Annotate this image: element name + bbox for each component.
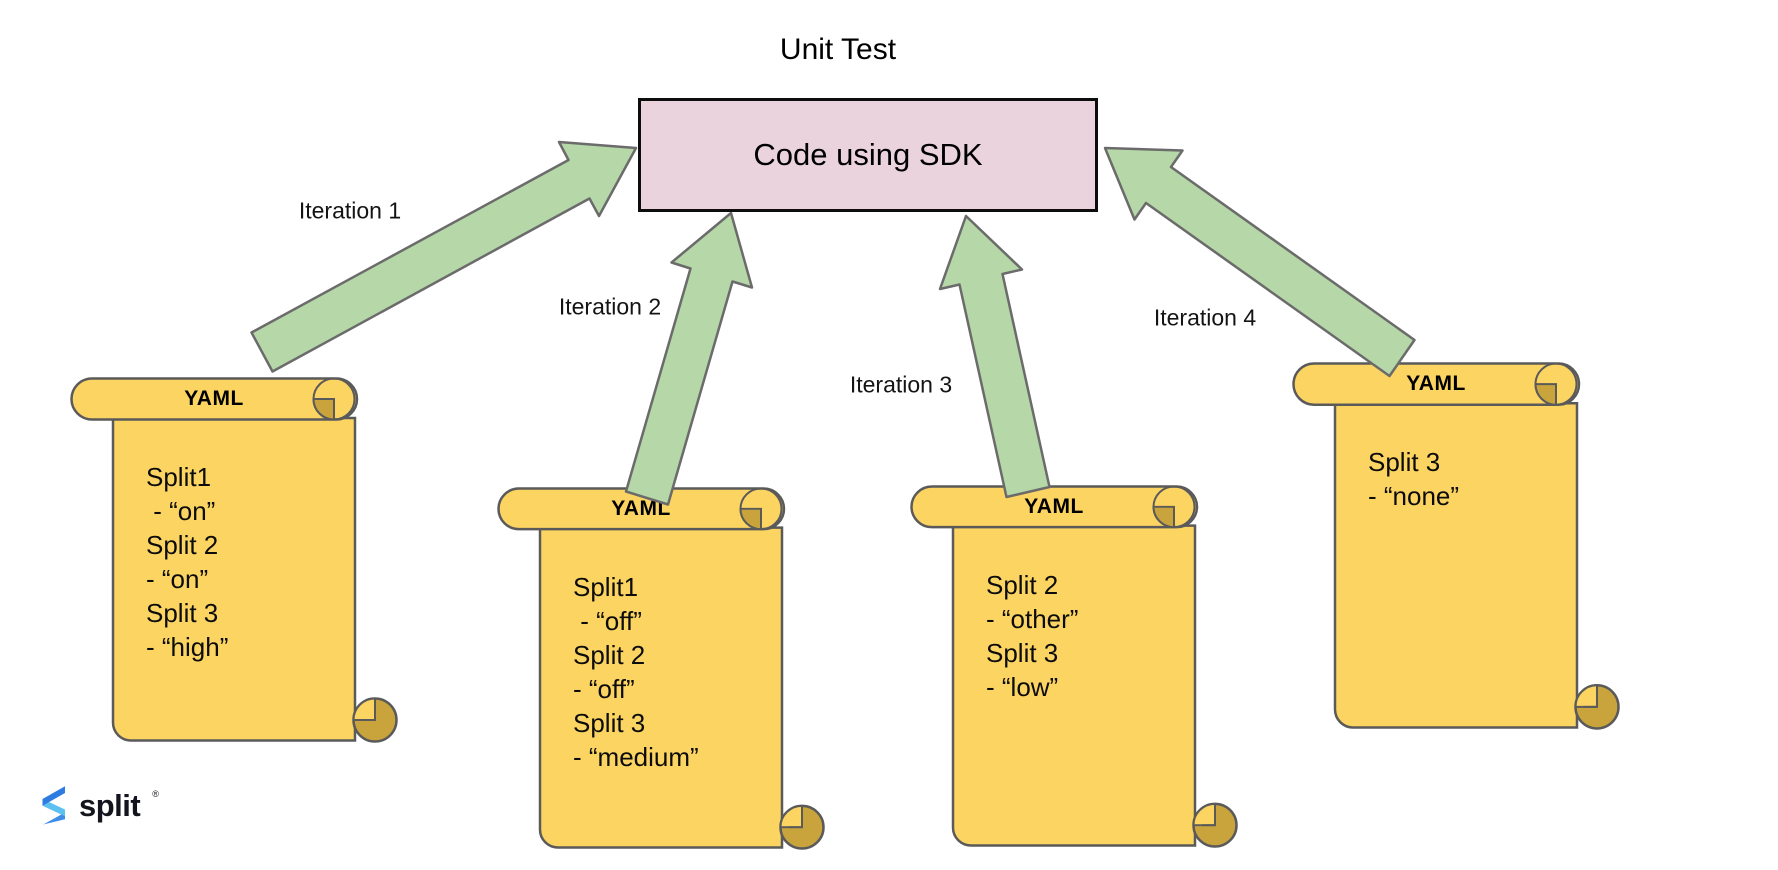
- registered-mark: ®: [152, 789, 159, 799]
- yaml-line: - “on”: [146, 564, 209, 594]
- yaml-line: Split1: [573, 572, 639, 602]
- yaml-line: - “other”: [986, 604, 1079, 634]
- scroll-shape: [1292, 362, 1620, 730]
- iteration-2-label: Iteration 2: [558, 293, 662, 320]
- scroll-bottom-curl: [779, 804, 825, 850]
- yaml-header: YAML: [1024, 495, 1084, 518]
- scroll-top-curl: [1534, 362, 1578, 406]
- split-logo-icon: [42, 786, 65, 825]
- scroll-shape: [70, 377, 398, 743]
- yaml-scroll-3: YAML Split 2 - “other” Split 3 - “low”: [910, 485, 1238, 848]
- iteration-3-label: Iteration 3: [849, 371, 953, 398]
- code-sdk-label: Code using SDK: [753, 137, 983, 172]
- yaml-line: - “low”: [986, 672, 1059, 702]
- iteration-3-arrow: [938, 214, 1051, 499]
- scroll-content: Split 2 - “other” Split 3 - “low”: [986, 568, 1078, 704]
- scroll-bottom-curl: [1192, 802, 1238, 848]
- scroll-content: Split 3 - “none”: [1368, 445, 1459, 513]
- yaml-header: YAML: [1406, 372, 1466, 395]
- yaml-line: Split 2: [573, 640, 646, 670]
- page-title: Unit Test: [779, 33, 897, 66]
- yaml-scroll-2: YAML Split1 - “off” Split 2 - “off” Spli…: [497, 487, 825, 850]
- iteration-1-label: Iteration 1: [298, 197, 402, 224]
- yaml-scroll-4: YAML Split 3 - “none”: [1292, 362, 1620, 730]
- split-logo-text: split: [79, 787, 141, 823]
- yaml-line: - “medium”: [573, 742, 699, 772]
- scroll-shape: [910, 485, 1238, 848]
- scroll-top-curl: [312, 377, 356, 421]
- iteration-2-arrow: [624, 211, 754, 506]
- yaml-line: - “none”: [1368, 481, 1460, 511]
- yaml-line: Split 3: [146, 598, 219, 628]
- split-logo: split ®: [38, 782, 159, 828]
- yaml-line: - “off”: [573, 674, 635, 704]
- iteration-4-arrow: [1103, 146, 1416, 378]
- yaml-header: YAML: [611, 497, 671, 520]
- yaml-header: YAML: [184, 387, 244, 410]
- scroll-bottom-curl: [1574, 684, 1620, 730]
- iteration-4-label: Iteration 4: [1153, 304, 1257, 331]
- yaml-line: Split 2: [986, 570, 1059, 600]
- yaml-line: Split 3: [1368, 447, 1441, 477]
- scroll-bottom-curl: [352, 697, 398, 743]
- yaml-scroll-1: YAML Split1 - “on” Split 2 - “on” Split …: [70, 377, 398, 743]
- scroll-content: Split1 - “off” Split 2 - “off” Split 3 -…: [573, 570, 699, 774]
- iteration-1-arrow: [250, 140, 638, 373]
- code-sdk-box: Code using SDK: [638, 98, 1098, 212]
- yaml-line: - “high”: [146, 632, 229, 662]
- yaml-line: Split 2: [146, 530, 219, 560]
- yaml-line: - “off”: [573, 606, 642, 636]
- scroll-top-curl: [1152, 485, 1196, 529]
- scroll-content: Split1 - “on” Split 2 - “on” Split 3 - “…: [146, 460, 228, 664]
- yaml-line: Split 3: [573, 708, 646, 738]
- yaml-line: Split1: [146, 462, 212, 492]
- yaml-line: Split 3: [986, 638, 1059, 668]
- yaml-line: - “on”: [146, 496, 216, 526]
- scroll-top-curl: [739, 487, 783, 531]
